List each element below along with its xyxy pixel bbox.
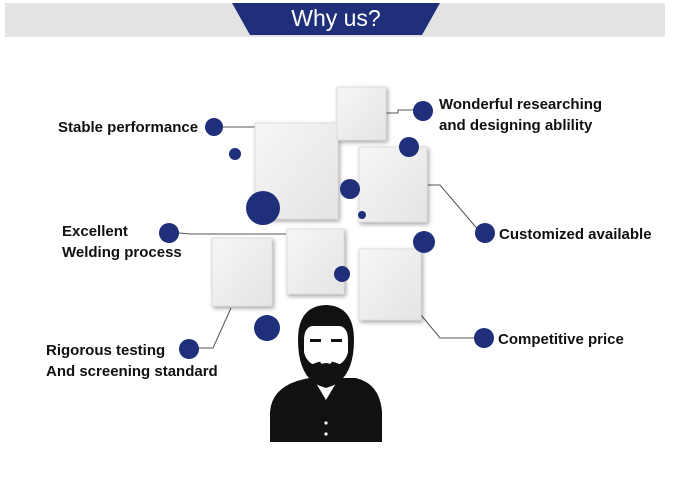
square-welding — [286, 228, 345, 295]
connector-lines — [176, 109, 484, 349]
decorative-dots — [159, 101, 495, 359]
dot-price — [474, 328, 494, 348]
dot-testing — [179, 339, 199, 359]
label-research-line2: and designing ablility — [439, 117, 593, 134]
label-stable-performance: Stable performance — [58, 119, 199, 136]
dot-b — [399, 137, 419, 157]
dot-d — [413, 231, 435, 253]
dot-f — [254, 315, 280, 341]
dot-welding — [159, 223, 179, 243]
dot-large — [246, 191, 280, 225]
dot-stable — [205, 118, 223, 136]
dot-tiny — [358, 211, 366, 219]
label-testing: Rigorous testing And screening standard — [46, 340, 218, 382]
label-welding-line1: Excellent — [62, 223, 128, 240]
square-price — [358, 248, 422, 321]
label-customized: Customized available — [499, 226, 652, 243]
label-research: Wonderful researching and designing abli… — [439, 94, 602, 136]
label-welding-line2: Welding process — [62, 244, 182, 261]
square-customized — [358, 146, 428, 223]
label-research-line1: Wonderful researching — [439, 96, 603, 113]
label-competitive-price: Competitive price — [498, 331, 624, 348]
label-welding: Excellent Welding process — [62, 221, 182, 263]
square-research — [336, 86, 387, 141]
dot-e — [334, 266, 350, 282]
dot-small-a — [229, 148, 241, 160]
dot-c — [340, 179, 360, 199]
square-testing — [211, 237, 273, 307]
page-title: Why us? — [291, 5, 381, 31]
header-tab — [232, 3, 440, 35]
label-testing-line2: And screening standard — [46, 363, 218, 380]
person-icon — [270, 305, 382, 442]
dot-customized — [475, 223, 495, 243]
feature-squares — [211, 86, 428, 321]
label-testing-line1: Rigorous testing — [46, 342, 166, 359]
dot-research — [413, 101, 433, 121]
